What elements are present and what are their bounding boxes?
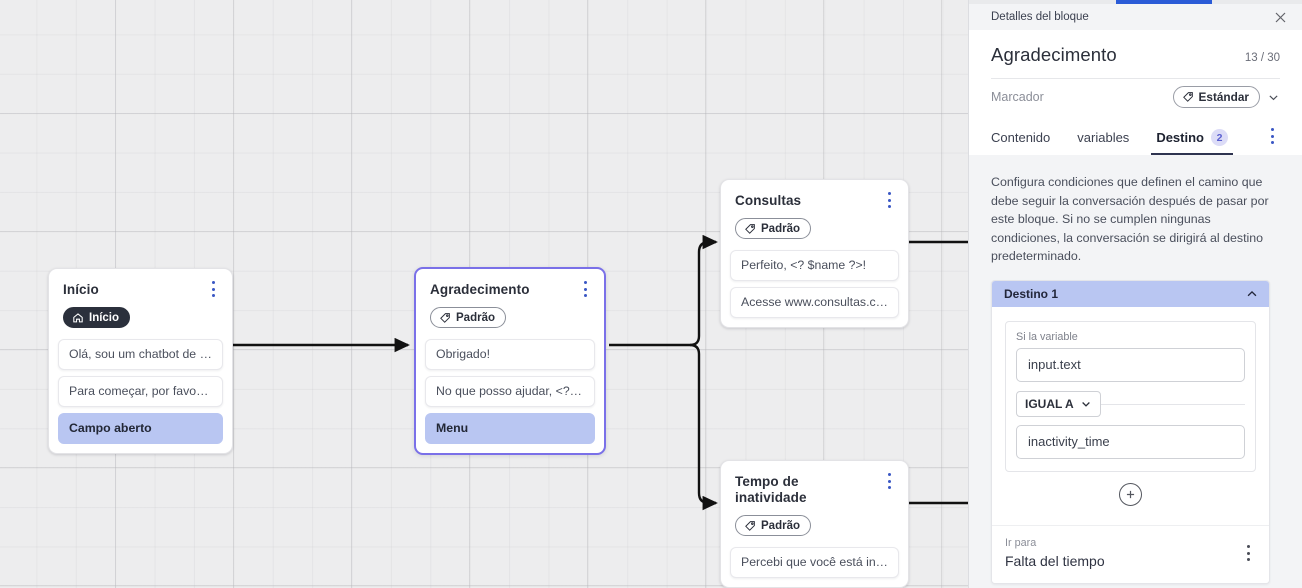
node-title: Agradecimento	[430, 282, 530, 297]
panel-topbar: Detalles del bloque	[969, 4, 1302, 30]
tag-icon	[745, 223, 755, 234]
node-menu-icon[interactable]	[577, 280, 593, 298]
kebab-menu-icon[interactable]	[1264, 127, 1280, 145]
tab-destino[interactable]: Destino 2	[1151, 121, 1233, 155]
node-messages: Perfeito, <? $name ?>! Acesse www.consul…	[721, 249, 908, 327]
node-menu-icon[interactable]	[881, 191, 897, 209]
chevron-down-icon	[1081, 401, 1090, 407]
destination-header[interactable]: Destino 1	[992, 280, 1269, 307]
home-icon	[73, 312, 83, 322]
destination-body: Si la variable IGUAL A	[992, 307, 1269, 525]
flow-node-inicio[interactable]: Início Início Olá, sou um chatbot de tes…	[48, 268, 233, 454]
variable-input[interactable]	[1016, 347, 1245, 382]
browser-tabstrip	[969, 0, 1302, 4]
tag-icon	[745, 520, 755, 531]
plus-circle-icon[interactable]	[1119, 482, 1142, 506]
marker-row: Marcador Estándar	[991, 79, 1280, 115]
node-menu-icon[interactable]	[205, 280, 221, 298]
node-title: Tempo de inatividade	[735, 474, 807, 505]
node-messages: Obrigado! No que posso ajudar, <? $name …	[416, 338, 604, 453]
close-icon[interactable]	[1270, 7, 1290, 27]
destination-card: Destino 1 Si la variable	[991, 279, 1270, 584]
tag-icon	[1182, 92, 1193, 102]
node-header: Tempo de inatividade Padrão	[721, 461, 908, 547]
operator-select[interactable]: IGUAL A	[1016, 390, 1101, 417]
node-message-chip[interactable]: Obrigado!	[425, 338, 595, 370]
node-badge-default: Padrão	[735, 218, 811, 239]
edge-agradecimento-consultas	[689, 234, 718, 347]
node-message-chip[interactable]: Menu	[425, 412, 595, 444]
comparison-value-input[interactable]	[1016, 424, 1245, 459]
marker-label: Marcador	[991, 90, 1044, 104]
destination-description: Configura condiciones que definen el cam…	[991, 175, 1269, 263]
node-messages: Olá, sou um chatbot de teste! Para começ…	[49, 338, 232, 453]
goto-texts: Ir para Falta del tiempo	[1005, 536, 1240, 571]
flow-canvas[interactable]: Início Início Olá, sou um chatbot de tes…	[0, 0, 968, 588]
panel-content: Configura condiciones que definen el cam…	[969, 155, 1302, 588]
node-message-chip[interactable]: Acesse www.consultas.com par...	[730, 286, 899, 318]
marker-value: Estándar	[1198, 90, 1249, 104]
condition-label: Si la variable	[1016, 330, 1078, 343]
node-message-chip[interactable]: No que posso ajudar, <? $name ...	[425, 375, 595, 407]
node-badge-default: Padrão	[430, 307, 506, 328]
tab-contenido[interactable]: Contenido	[991, 122, 1050, 154]
tab-label: variables	[1077, 130, 1130, 145]
page-title: Agradecimento	[991, 44, 1117, 65]
node-header: Agradecimento Padrão	[416, 269, 604, 339]
chevron-up-icon[interactable]	[1245, 287, 1259, 301]
node-badge-label: Início	[89, 311, 120, 324]
destination-header-label: Destino 1	[1004, 286, 1059, 301]
node-title: Início	[63, 282, 99, 297]
flow-node-agradecimento[interactable]: Agradecimento Padrão Obrigado! No que po…	[414, 267, 606, 455]
panel-header-area: Agradecimento 13 / 30 Marcador Estándar	[969, 30, 1302, 155]
tab-label: Destino	[1156, 130, 1204, 145]
node-badge-default: Padrão	[735, 515, 811, 536]
node-message-chip[interactable]: Olá, sou um chatbot de teste!	[58, 338, 223, 370]
condition-box: Si la variable IGUAL A	[1005, 320, 1256, 472]
operator-row: IGUAL A	[1016, 390, 1245, 417]
node-message-chip[interactable]: Percebi que você está inativo. C...	[730, 546, 899, 578]
goto-row[interactable]: Ir para Falta del tiempo	[992, 524, 1269, 583]
node-badge-label: Padrão	[761, 222, 800, 235]
char-counter: 13 / 30	[1244, 52, 1280, 64]
tab-label: Contenido	[991, 130, 1051, 145]
panel-tabs: Contenido variables Destino 2	[991, 121, 1280, 155]
active-browser-tab-indicator	[1116, 0, 1212, 4]
divider	[991, 78, 1280, 79]
marker-tag-pill[interactable]: Estándar	[1172, 86, 1260, 108]
kebab-menu-icon[interactable]	[1240, 544, 1256, 562]
goto-value: Falta del tiempo	[1005, 552, 1105, 569]
goto-label: Ir para	[1005, 536, 1037, 549]
node-badge-label: Padrão	[761, 519, 800, 532]
node-badge-label: Padrão	[456, 311, 495, 324]
tab-variables[interactable]: variables	[1077, 122, 1129, 154]
node-message-chip[interactable]: Para começar, por favor digite o ...	[58, 375, 223, 407]
add-condition-row	[1005, 472, 1256, 513]
node-message-chip[interactable]: Campo aberto	[58, 412, 223, 444]
node-header: Consultas Padrão	[721, 180, 908, 250]
edge-agradecimento-inatividade	[689, 343, 718, 511]
flow-node-consultas[interactable]: Consultas Padrão Perfeito, <? $name ?>! …	[720, 179, 909, 328]
node-message-chip[interactable]: Perfeito, <? $name ?>!	[730, 249, 899, 281]
operator-label: IGUAL A	[1025, 396, 1074, 411]
node-messages: Percebi que você está inativo. C...	[721, 546, 908, 587]
flow-node-tempo-de-inatividade[interactable]: Tempo de inatividade Padrão Percebi que …	[720, 460, 909, 588]
tab-badge-count: 2	[1210, 129, 1228, 146]
tag-icon	[440, 312, 450, 323]
node-header: Início Início	[49, 269, 232, 339]
panel-topbar-title: Detalles del bloque	[991, 11, 1089, 23]
node-badge-start: Início	[63, 307, 131, 328]
block-details-panel: Detalles del bloque Agradecimento 13 / 3…	[968, 0, 1302, 588]
node-menu-icon[interactable]	[881, 472, 897, 490]
panel-title-row: Agradecimento 13 / 30	[991, 44, 1280, 66]
node-title: Consultas	[735, 193, 802, 208]
chevron-down-icon[interactable]	[1267, 91, 1280, 104]
